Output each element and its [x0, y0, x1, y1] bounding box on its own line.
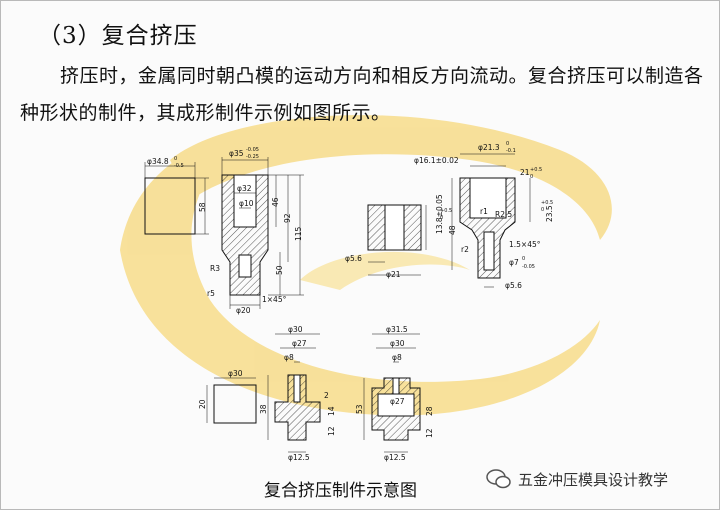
p7-125-label: φ12.5	[384, 453, 406, 462]
paragraph: 挤压时，金属同时朝凸模的运动方向和相反方向流动。复合挤压可以制造各种形状的制件，…	[20, 58, 710, 132]
part-3-washer: 13.8±0.05 φ5.6 φ21	[345, 194, 444, 279]
figure-caption: 复合挤压制件示意图	[264, 481, 417, 501]
p4-top-label: φ21.3	[478, 143, 500, 152]
p2-115-label: 115	[294, 226, 303, 241]
p4-56-label: φ5.6	[505, 281, 522, 290]
p3-dia-label: φ5.6	[345, 254, 362, 263]
p2-inner-label: φ10	[239, 199, 254, 208]
part-4-stepped-cup: φ21.3 0 -0.1 φ16.1±0.02 21 +0.5 0 23.5 +…	[414, 141, 554, 290]
p4-21tol-label: +0.5	[530, 167, 542, 173]
part-2-cup-stem: φ35 -0.05 -0.25 φ32 φ10 R3 r5 1×45° φ20 …	[207, 147, 304, 315]
p6-38-label: 38	[259, 404, 268, 414]
p7-28-label: 28	[425, 406, 434, 416]
p7-12-label: 12	[425, 428, 434, 438]
p4-r25-label: R2.5	[495, 210, 512, 219]
p2-top-tol-label: -0.05	[246, 147, 259, 153]
p2-top-dia-label: φ35	[229, 149, 244, 158]
p7-315-label: φ31.5	[386, 325, 408, 334]
p4-48tol-label: +0.5	[440, 208, 452, 214]
p3-13-label: 13.8±0.05	[435, 194, 444, 234]
p2-46-label: 46	[271, 197, 280, 207]
p6-125-label: φ12.5	[288, 453, 310, 462]
p2-chamfer-label: 1×45°	[262, 295, 287, 304]
p4-7tol-label: 0	[522, 256, 525, 262]
p1-blank-tol-label: 0	[174, 156, 177, 162]
p6-8-label: φ8	[284, 353, 294, 362]
p4-161-label: φ16.1±0.02	[414, 156, 459, 165]
p4-7-label: φ7	[509, 258, 519, 267]
paragraph-text: 挤压时，金属同时朝凸模的运动方向和相反方向流动。复合挤压可以制造各种形状的制件，…	[20, 65, 704, 124]
p4-48-label: 48	[448, 225, 457, 235]
p4-21tol2-label: 0	[530, 174, 533, 180]
p2-r3-label: R3	[210, 264, 220, 273]
p4-top-tol-label: 0	[506, 141, 509, 147]
p6-12-label: 12	[327, 426, 336, 436]
p4-top-tol2-label: -0.1	[506, 148, 516, 154]
watermark-swirl	[120, 115, 612, 416]
part-5-blank: φ30 20	[198, 369, 257, 424]
p2-r5-label: r5	[207, 289, 215, 298]
watermark: 五金冲压模具设计教学	[486, 468, 668, 490]
p6-2-label: 2	[324, 391, 329, 400]
p7-8-label: φ8	[392, 353, 402, 362]
p2-92-label: 92	[283, 213, 292, 223]
p4-48tol2-label: 0	[440, 215, 443, 221]
p4-235tol-label: +0.5	[541, 200, 553, 206]
p4-r2-label: r2	[461, 245, 469, 254]
p5-dia-label: φ30	[228, 369, 243, 378]
p2-bore-label: φ32	[237, 184, 252, 193]
part-1-blank: φ34.8 0 -0.5 58	[144, 156, 209, 235]
p4-15-label: 1.5×45°	[509, 240, 541, 249]
p4-7tol2-label: -0.05	[522, 264, 535, 270]
p7-27-label: φ27	[390, 397, 405, 406]
part-6-flange: φ30 φ27 φ8 38 2 14 12 φ12.5	[259, 325, 336, 462]
p1-blank-dia-label: φ34.8	[147, 157, 169, 166]
p6-14-label: 14	[327, 406, 336, 416]
p7-30-label: φ30	[390, 339, 405, 348]
p1-blank-tol2-label: -0.5	[174, 163, 184, 169]
p4-r1-label: r1	[480, 207, 488, 216]
p3-21-label: φ21	[386, 270, 401, 279]
p2-bottom-dia-label: φ20	[236, 306, 251, 315]
p4-235-label: 23.5	[545, 205, 554, 222]
p6-30-label: φ30	[288, 325, 303, 334]
p6-27-label: φ27	[292, 339, 307, 348]
part-7-double-cup: φ31.5 φ30 φ8 φ27 53 28 12 φ12.5	[355, 325, 434, 462]
section-heading: （3）复合挤压	[38, 23, 198, 49]
p5-h-label: 20	[198, 399, 207, 409]
p2-top-tol2-label: -0.25	[246, 154, 259, 160]
wechat-icon	[486, 469, 511, 489]
p1-blank-h-label: 58	[198, 202, 207, 212]
p4-21-label: 21	[520, 168, 530, 177]
p4-235tol2-label: 0	[541, 207, 544, 213]
p7-53-label: 53	[355, 404, 364, 414]
watermark-text: 五金冲压模具设计教学	[518, 470, 669, 489]
p2-50-label: 50	[275, 265, 284, 275]
